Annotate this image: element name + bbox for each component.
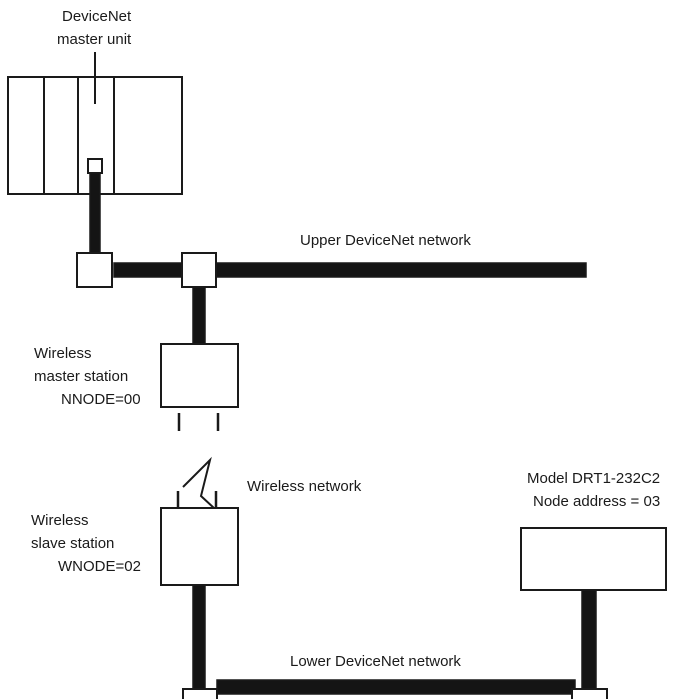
drt1-232c2-unit <box>520 527 667 591</box>
lower-tap-2-body <box>571 688 608 699</box>
drt1-drop-cable <box>581 589 597 690</box>
upper-network-label: Upper DeviceNet network <box>300 232 471 249</box>
wireless-master-label-line3: NNODE=00 <box>61 391 141 408</box>
lower-devicenet-trunk <box>216 679 576 695</box>
lower-network-label: Lower DeviceNet network <box>290 653 461 670</box>
wireless-slave-drop-cable <box>192 584 206 690</box>
model-label-line1: Model DRT1-232C2 <box>527 470 660 487</box>
wireless-master-station <box>160 343 239 431</box>
wireless-master-drop-cable <box>192 285 206 345</box>
upper-tap-2 <box>181 252 217 288</box>
master-unit-label-line2: master unit <box>57 31 132 48</box>
wireless-slave-label-line1: Wireless <box>31 512 89 529</box>
wireless-network-label: Wireless network <box>247 478 362 495</box>
upper-tap-1 <box>76 252 113 288</box>
wireless-master-label-line2: master station <box>34 368 128 385</box>
master-drop-cable <box>89 172 101 254</box>
wireless-slave-label-line3: WNODE=02 <box>58 558 141 575</box>
model-label-line2: Node address = 03 <box>533 493 660 510</box>
upper-devicenet-trunk <box>113 262 587 278</box>
wireless-master-label-line1: Wireless <box>34 345 92 362</box>
master-unit-connector <box>87 158 103 174</box>
wireless-slave-station <box>160 491 239 586</box>
lower-tap-1-body <box>182 688 218 699</box>
wireless-slave-label-line2: slave station <box>31 535 114 552</box>
master-unit-label-line1: DeviceNet <box>62 8 132 25</box>
